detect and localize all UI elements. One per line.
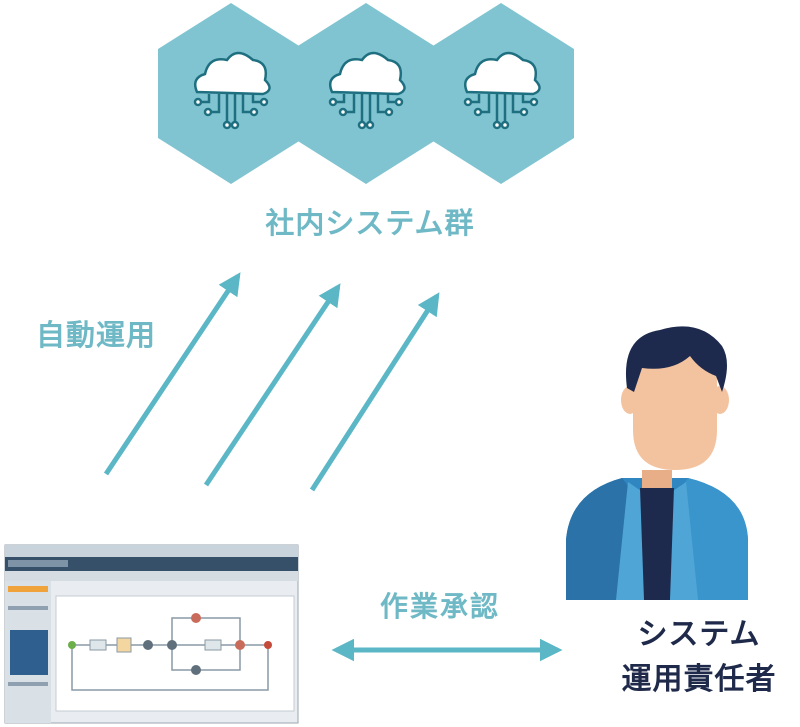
person-caption-line2: 運用責任者	[621, 662, 777, 697]
auto-operation-label: 自動運用	[36, 318, 157, 352]
workflow-screenshot	[4, 544, 299, 724]
arrow-automation-2	[203, 283, 341, 487]
systems-title: 社内システム群	[265, 206, 475, 240]
person-caption-line1: システム	[637, 617, 761, 652]
arrow-automation-3	[309, 292, 440, 492]
person-caption: システム 運用責任者	[594, 612, 800, 702]
approval-label: 作業承認	[380, 590, 501, 623]
person-avatar-icon	[566, 326, 748, 600]
arrow-automation-1	[103, 272, 241, 476]
